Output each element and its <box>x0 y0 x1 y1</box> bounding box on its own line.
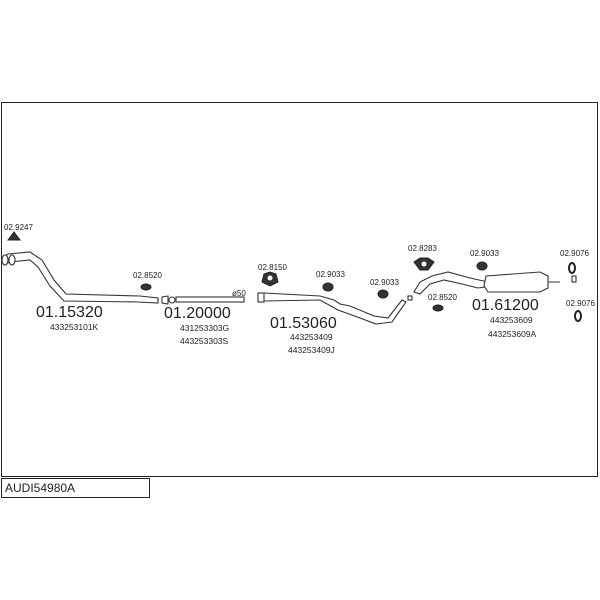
part-ref-3a: 443253409 <box>290 332 333 342</box>
rubber-mount-02-9033-b-icon <box>377 289 389 299</box>
part-number-1: 01.15320 <box>36 304 103 321</box>
part-ref-2b: 443253303S <box>180 336 229 346</box>
part-01-20000-drawing <box>161 295 245 305</box>
accessory-code-3: 02.8150 <box>258 263 287 272</box>
part-number-2: 01.20000 <box>164 305 231 322</box>
part-01-15320-drawing <box>1 251 159 304</box>
model-code-label: AUDI54980A <box>1 478 150 498</box>
accessory-code-9: 02.9076 <box>560 249 589 258</box>
rubber-mount-02-9033-a-icon <box>322 282 334 292</box>
clamp-02-8283-icon <box>413 257 435 271</box>
hanger-02-9076-b-icon <box>574 310 582 322</box>
pipe-end-marker <box>407 295 413 301</box>
part-ref-4a: 443253609 <box>490 315 533 325</box>
accessory-code-10: 02.9076 <box>566 299 595 308</box>
accessory-code-4: 02.9033 <box>316 270 345 279</box>
gasket-02-8520-b-icon <box>432 304 444 312</box>
part-number-4: 01.61200 <box>472 297 539 314</box>
accessory-code-8: 02.8520 <box>428 293 457 302</box>
part-01-53060-drawing <box>257 292 407 325</box>
accessory-code-1: 02.9247 <box>4 223 33 232</box>
part-ref-2a: 431253303G <box>180 323 229 333</box>
accessory-code-2: 02.8520 <box>133 271 162 280</box>
part-ref-4b: 443253609A <box>488 329 537 339</box>
hanger-02-9076-a-icon <box>568 262 576 274</box>
clamp-02-8150-icon <box>261 271 279 287</box>
part-ref-1a: 433253101K <box>50 322 99 332</box>
part-number-3: 01.53060 <box>270 315 337 332</box>
accessory-code-5: 02.9033 <box>370 278 399 287</box>
part-01-61200-drawing <box>413 271 577 295</box>
accessory-code-7: 02.9033 <box>470 249 499 258</box>
gasket-02-8520-icon <box>140 283 152 291</box>
diagram-frame <box>1 102 598 477</box>
diameter-label: ø50 <box>232 289 246 298</box>
part-ref-3b: 443253409J <box>288 345 335 355</box>
rubber-mount-02-9033-c-icon <box>476 261 488 271</box>
clamp-02-9247-icon <box>7 231 21 241</box>
accessory-code-6: 02.8283 <box>408 244 437 253</box>
